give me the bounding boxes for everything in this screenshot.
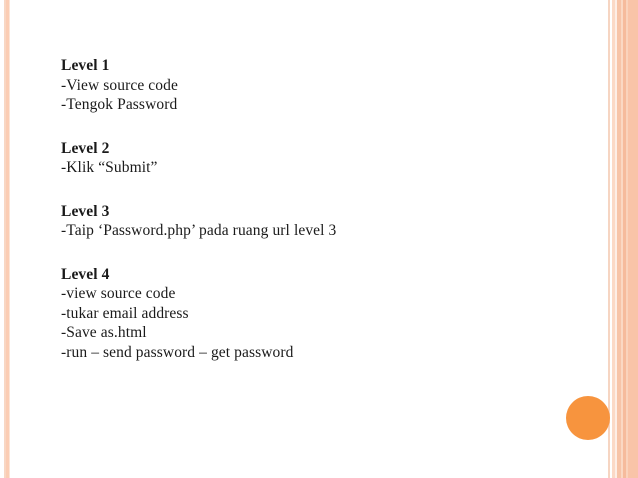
level-block-4: Level 4 -view source code -tukar email a… <box>61 265 561 363</box>
right-border-stripe-5 <box>617 0 621 478</box>
level-4-line-2: -tukar email address <box>61 304 189 322</box>
level-block-3: Level 3 -Taip ‘Password.php’ pada ruang … <box>61 202 561 241</box>
right-border-stripe-9 <box>628 0 638 478</box>
level-4-line-1: -view source code <box>61 285 176 302</box>
right-border-stripe-2 <box>610 0 612 478</box>
orange-circle-decoration <box>566 396 610 440</box>
level-2-line-1: -Klik “Submit” <box>61 159 158 176</box>
slide-body: Level 1 -View source code -Tengok Passwo… <box>61 56 561 362</box>
level-3-heading: Level 3 <box>61 202 110 220</box>
level-4-line-4: -run – send password – get password <box>61 343 294 361</box>
level-2-heading: Level 2 <box>61 139 110 157</box>
level-block-2: Level 2 -Klik “Submit” <box>61 139 561 178</box>
right-border-stripe-8 <box>626 0 628 478</box>
right-border-stripe-1 <box>608 0 610 478</box>
right-border-stripe-4 <box>615 0 617 478</box>
level-4-line-3: -Save as.html <box>61 324 147 341</box>
level-1-line-1: -View source code <box>61 76 178 94</box>
left-border-stripe-3 <box>9 0 10 478</box>
right-border-stripe-3 <box>612 0 615 478</box>
level-block-1: Level 1 -View source code -Tengok Passwo… <box>61 56 561 115</box>
left-border-stripe-2 <box>6 0 9 478</box>
level-1-heading: Level 1 <box>61 57 110 74</box>
right-border-stripe-7 <box>623 0 626 478</box>
level-3-line-1: -Taip ‘Password.php’ pada ruang url leve… <box>61 222 337 239</box>
level-4-heading: Level 4 <box>61 265 110 283</box>
level-1-line-2: -Tengok Password <box>61 96 178 113</box>
left-border-stripe-1 <box>4 0 6 478</box>
right-border-stripe-6 <box>621 0 623 478</box>
